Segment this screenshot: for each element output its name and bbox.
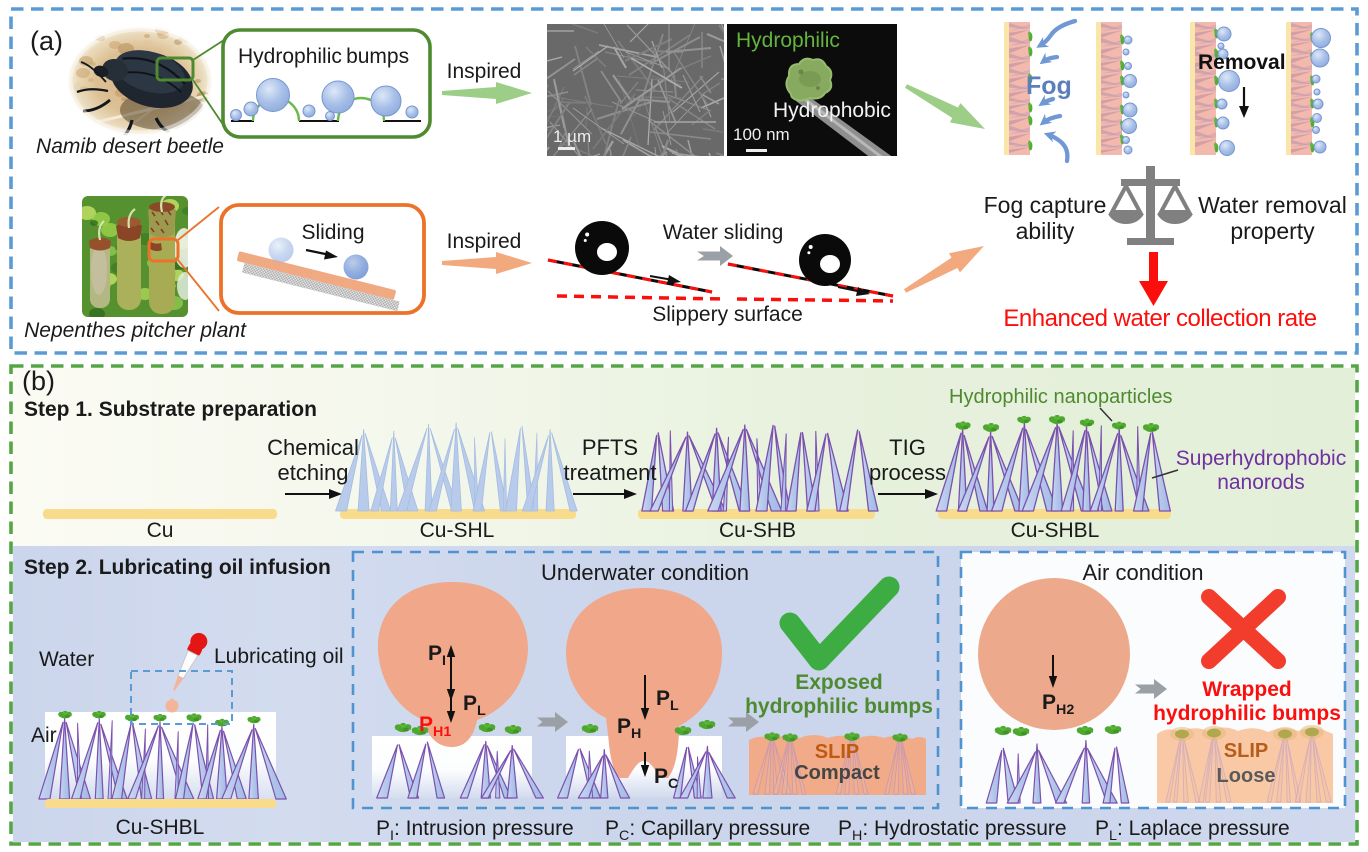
svg-text:1 µm: 1 µm [553,127,591,146]
svg-text:100 nm: 100 nm [733,125,790,144]
svg-text:Hydrophobic: Hydrophobic [773,99,891,122]
svg-text:Hydrophilic: Hydrophilic [736,29,840,52]
